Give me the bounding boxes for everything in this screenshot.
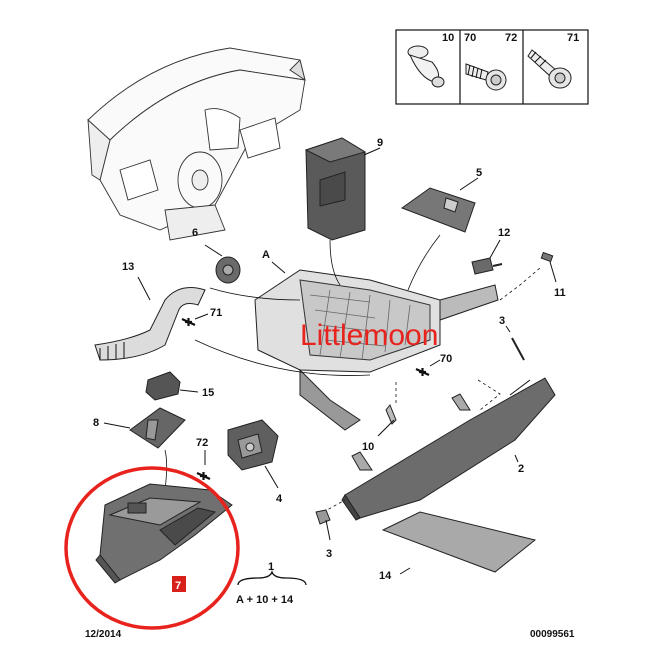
part-7-drawing [95, 483, 233, 584]
screw-71-drawing [527, 49, 572, 89]
fastener-70-mark: 70 [415, 353, 452, 376]
callout-10b: 10 [362, 441, 374, 453]
callout-13: 13 [122, 261, 134, 273]
part-13-drawing: 13 [94, 261, 206, 361]
assembly-guide-lines [159, 234, 541, 521]
clip-10-drawing [407, 45, 445, 88]
callout-72b: 72 [196, 437, 208, 449]
callout-3b: 3 [326, 548, 332, 560]
callout-9: 9 [377, 137, 383, 149]
part-14-drawing: 14 [379, 511, 537, 582]
callout-7: 7 [175, 580, 181, 592]
callout-14: 14 [379, 570, 392, 582]
part-11-drawing: 11 [540, 251, 566, 299]
fastener-legend-box: 10 70 72 71 [395, 29, 589, 105]
callout-70b: 70 [440, 353, 452, 365]
reference-code: 00099561 [530, 629, 575, 640]
callout-5: 5 [476, 167, 482, 179]
screw-70-drawing [465, 63, 507, 91]
part-12-drawing: 12 [471, 227, 510, 275]
part-3-lower-drawing: 3 [315, 509, 332, 560]
fastener-71-mark: 71 [181, 307, 222, 326]
callout-4: 4 [276, 493, 283, 505]
part-10-lower-drawing: 10 [362, 404, 397, 453]
part-4-drawing: 4 [227, 419, 283, 505]
kit-brace: 1 A + 10 + 14 [236, 561, 307, 606]
callout-7-tag: 7 [172, 576, 186, 592]
callout-71b: 71 [210, 307, 222, 319]
part-15-drawing: 15 [145, 371, 214, 401]
callout-15: 15 [202, 387, 214, 399]
callout-1: 1 [268, 561, 274, 573]
part-8-drawing: 8 [93, 407, 186, 449]
part-6-drawing: 6 [192, 227, 241, 284]
part-3-upper-drawing: 3 [499, 315, 525, 361]
part-9-drawing: 9 [304, 137, 383, 241]
callout-10: 10 [442, 32, 454, 44]
part-2-drawing: 2 [341, 377, 556, 521]
part-5-drawing: 5 [400, 167, 482, 233]
callout-11: 11 [554, 287, 566, 299]
callout-6: 6 [192, 227, 198, 239]
part-A-drawing: A [254, 249, 499, 431]
highlight-ring [64, 466, 240, 630]
date-code: 12/2014 [85, 629, 122, 640]
dashboard-drawing [87, 47, 306, 241]
callout-A: A [262, 249, 270, 261]
watermark: Littlemoon [300, 319, 438, 352]
callout-3a: 3 [499, 315, 505, 327]
kit-formula: A + 10 + 14 [236, 594, 294, 606]
callout-12: 12 [498, 227, 510, 239]
fastener-72-mark: 72 [196, 437, 211, 480]
callout-70: 70 [464, 32, 476, 44]
callout-71: 71 [567, 32, 579, 44]
callout-2: 2 [518, 463, 524, 475]
callout-72: 72 [505, 32, 517, 44]
callout-8: 8 [93, 417, 99, 429]
